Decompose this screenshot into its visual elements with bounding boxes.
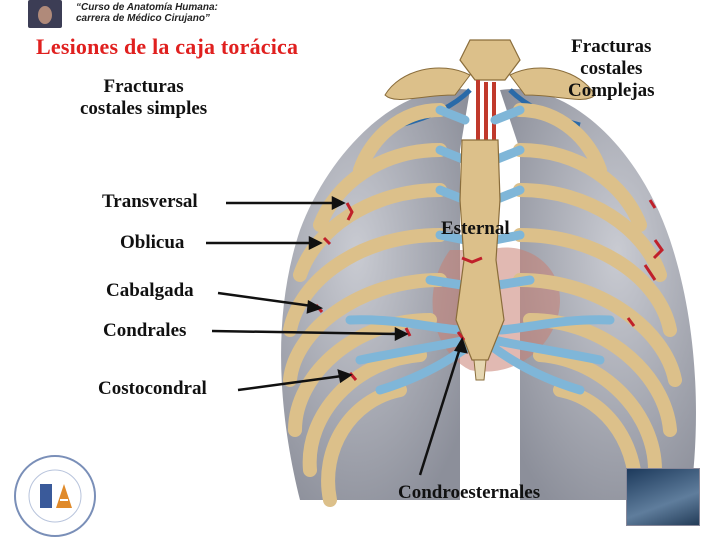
label-esternal: Esternal xyxy=(441,218,510,239)
label-oblicua: Oblicua xyxy=(120,232,185,253)
slide-title: Lesiones de la caja torácica xyxy=(36,34,299,59)
atlas-book-cover xyxy=(626,468,700,526)
university-logo xyxy=(14,455,96,537)
label-condrales: Condrales xyxy=(103,320,187,341)
simple-heading-line-2: costales simples xyxy=(80,98,208,119)
label-transversal: Transversal xyxy=(102,191,198,212)
header-bar: “Curso de Anatomía Humana: carrera de Mé… xyxy=(0,0,728,30)
simple-heading-line-1: Fracturas xyxy=(103,76,184,97)
fracture-marks xyxy=(314,199,664,381)
course-caption: “Curso de Anatomía Humana: carrera de Mé… xyxy=(76,2,218,24)
complex-heading-line-1: Fracturas xyxy=(571,36,652,57)
simple-fractures-heading: Fracturas costales simples xyxy=(80,76,207,120)
left-clavicle xyxy=(384,67,471,100)
complex-heading-line-2: costales xyxy=(580,58,643,79)
label-costocondral: Costocondral xyxy=(98,378,207,399)
costal-cartilages xyxy=(345,105,615,395)
xiphoid xyxy=(473,359,487,381)
author-photo xyxy=(28,0,62,28)
right-clavicle xyxy=(509,67,596,100)
vertebra xyxy=(459,39,521,81)
complex-heading-line-3: Complejas xyxy=(568,80,655,101)
label-condroesternales: Condroesternales xyxy=(398,482,541,503)
pointer-arrows xyxy=(206,195,468,476)
course-line-1: “Curso de Anatomía Humana: xyxy=(76,2,218,13)
label-cabalgada: Cabalgada xyxy=(106,280,194,301)
complex-fractures-heading: Fracturas costales Complejas xyxy=(568,36,655,102)
course-line-2: carrera de Médico Cirujano” xyxy=(76,13,210,24)
sternum xyxy=(455,139,505,361)
